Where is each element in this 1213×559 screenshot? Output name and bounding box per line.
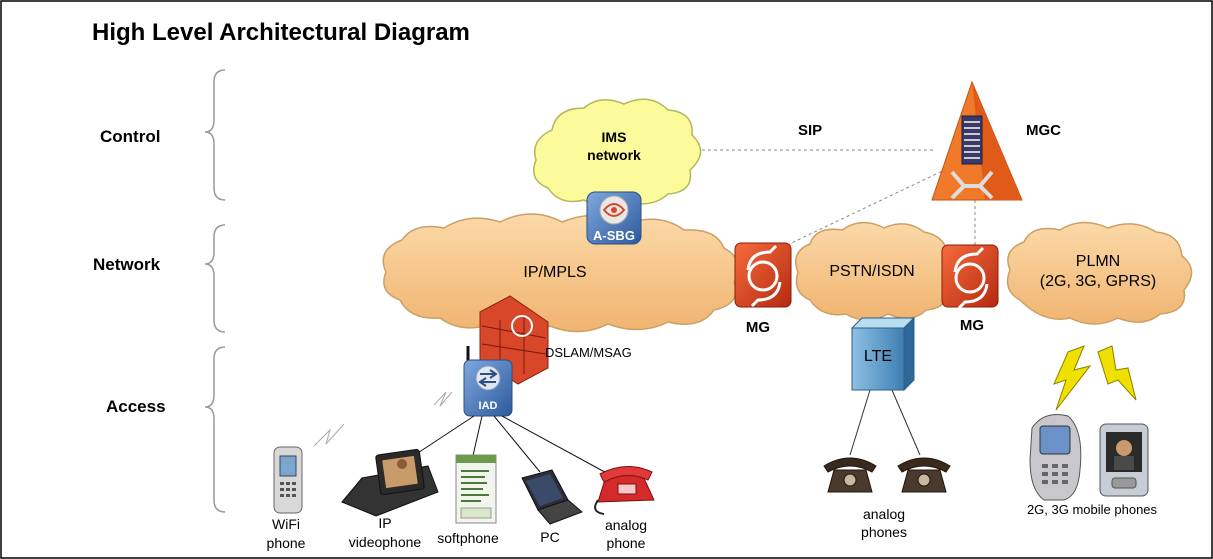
mgc-switch-icon bbox=[950, 170, 994, 200]
wireless-signal-icons bbox=[313, 391, 453, 447]
pstn-isdn-cloud bbox=[795, 221, 956, 321]
softphone-label: softphone bbox=[437, 530, 499, 546]
cellular-signal-icons bbox=[1053, 345, 1137, 411]
plmn-label-line2: (2G, 3G, GPRS) bbox=[1040, 273, 1156, 290]
ims-label-line2: network bbox=[587, 147, 641, 163]
mobile-phone-device-2 bbox=[1099, 423, 1149, 497]
mgc-node bbox=[931, 80, 1023, 201]
mg-left-icon bbox=[746, 244, 782, 308]
plmn-cloud bbox=[1006, 221, 1193, 325]
layer-label-access: Access bbox=[106, 397, 166, 416]
wifi-wireless-icon bbox=[313, 423, 345, 447]
mg-right-label: MG bbox=[960, 317, 984, 334]
analog-phone-cord-icon bbox=[594, 499, 605, 515]
asbg-node bbox=[586, 191, 642, 245]
mobile-phone-device-1 bbox=[1029, 414, 1082, 501]
control-links bbox=[690, 149, 976, 259]
mobile-keypad-icon bbox=[1042, 464, 1068, 484]
pc-label: PC bbox=[540, 529, 559, 545]
lte-phone-links bbox=[849, 389, 921, 456]
iad-node bbox=[463, 346, 513, 417]
mobile-phones-label: 2G, 3G mobile phones bbox=[1027, 502, 1158, 517]
dslam-msag-label: DSLAM/MSAG bbox=[545, 345, 632, 360]
lightning-bolt-icon-2 bbox=[1097, 345, 1137, 401]
network-brace bbox=[204, 224, 226, 333]
analog-phone-label-line2: phone bbox=[607, 535, 646, 551]
iad-icon bbox=[478, 369, 498, 387]
access-brace bbox=[204, 346, 226, 513]
mg-left-node bbox=[734, 242, 792, 308]
lightning-bolt-icon-1 bbox=[1053, 345, 1092, 411]
asbg-icon bbox=[602, 203, 626, 217]
softphone-list-icon bbox=[461, 470, 489, 502]
layer-label-network: Network bbox=[93, 255, 161, 274]
plmn-label-line1: PLMN bbox=[1076, 253, 1120, 270]
mg-left-label: MG bbox=[746, 319, 770, 336]
layer-braces bbox=[204, 69, 226, 513]
control-brace bbox=[204, 69, 226, 201]
pc-device bbox=[521, 469, 583, 525]
pstn-isdn-label: PSTN/ISDN bbox=[829, 263, 914, 280]
iad-wireless-icon bbox=[433, 391, 453, 407]
mgc-label: MGC bbox=[1026, 122, 1061, 139]
asbg-label: A-SBG bbox=[593, 228, 635, 243]
wifi-phone-device bbox=[273, 446, 303, 514]
ip-mpls-label: IP/MPLS bbox=[523, 264, 586, 281]
analog-phones-label-line2: phones bbox=[861, 524, 907, 540]
ip-videophone-label-line2: videophone bbox=[349, 534, 422, 550]
mg-right-icon bbox=[953, 246, 989, 310]
iad-label: IAD bbox=[479, 400, 498, 412]
lte-label: LTE bbox=[864, 348, 892, 365]
wifi-phone-label-line2: phone bbox=[267, 535, 306, 551]
diagram-title: High Level Architectural Diagram bbox=[92, 19, 470, 46]
wifi-phone-label-line1: WiFi bbox=[272, 516, 300, 532]
softphone-device bbox=[455, 454, 497, 524]
firewall-brick-icon bbox=[481, 316, 547, 374]
mgc-rack-icon bbox=[964, 121, 980, 159]
mgc-to-mg-left-link bbox=[759, 164, 956, 259]
ip-videophone-label-line1: IP bbox=[378, 515, 391, 531]
analog-phones-device-2 bbox=[897, 457, 951, 493]
layer-label-control: Control bbox=[100, 127, 160, 146]
lte-node bbox=[850, 316, 916, 392]
mg-right-node bbox=[941, 244, 999, 310]
ip-videophone-device bbox=[341, 449, 439, 517]
wifi-phone-keypad-icon bbox=[280, 482, 296, 497]
analog-phones-device-1 bbox=[823, 457, 877, 493]
analog-phone-label-line1: analog bbox=[605, 517, 647, 533]
ims-label-line1: IMS bbox=[602, 129, 627, 145]
sip-label: SIP bbox=[798, 122, 822, 139]
analog-phone-device bbox=[594, 466, 655, 515]
analog-phones-label-line1: analog bbox=[863, 506, 905, 522]
